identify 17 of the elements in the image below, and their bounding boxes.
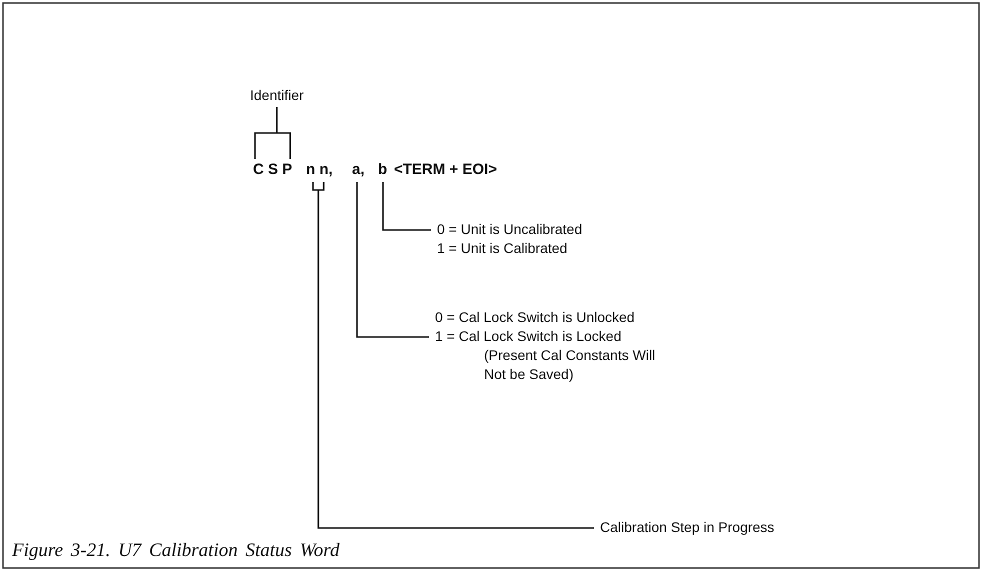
value-description: 0 = Unit is Uncalibrated xyxy=(437,220,582,239)
leader-line xyxy=(254,106,291,160)
value-description: 1 = Unit is Calibrated xyxy=(437,239,568,258)
value-description: (Present Cal Constants Will Not be Saved) xyxy=(484,346,656,384)
value-description: 1 = Cal Lock Switch is Locked xyxy=(435,327,622,346)
leader-line xyxy=(312,181,595,529)
value-description: Calibration Step in Progress xyxy=(600,518,774,537)
command-field: n n, xyxy=(306,161,333,179)
leader-line xyxy=(356,182,429,338)
command-field: C S P xyxy=(253,161,292,179)
identifier-label: Identifier xyxy=(250,86,304,105)
figure-caption: Figure 3-21. U7 Calibration Status Word xyxy=(12,540,340,562)
command-field: a, xyxy=(352,161,365,179)
leader-line xyxy=(382,182,431,231)
terminator-text: <TERM + EOI> xyxy=(394,161,497,179)
value-description: 0 = Cal Lock Switch is Unlocked xyxy=(435,308,636,327)
command-field: b xyxy=(378,161,388,179)
